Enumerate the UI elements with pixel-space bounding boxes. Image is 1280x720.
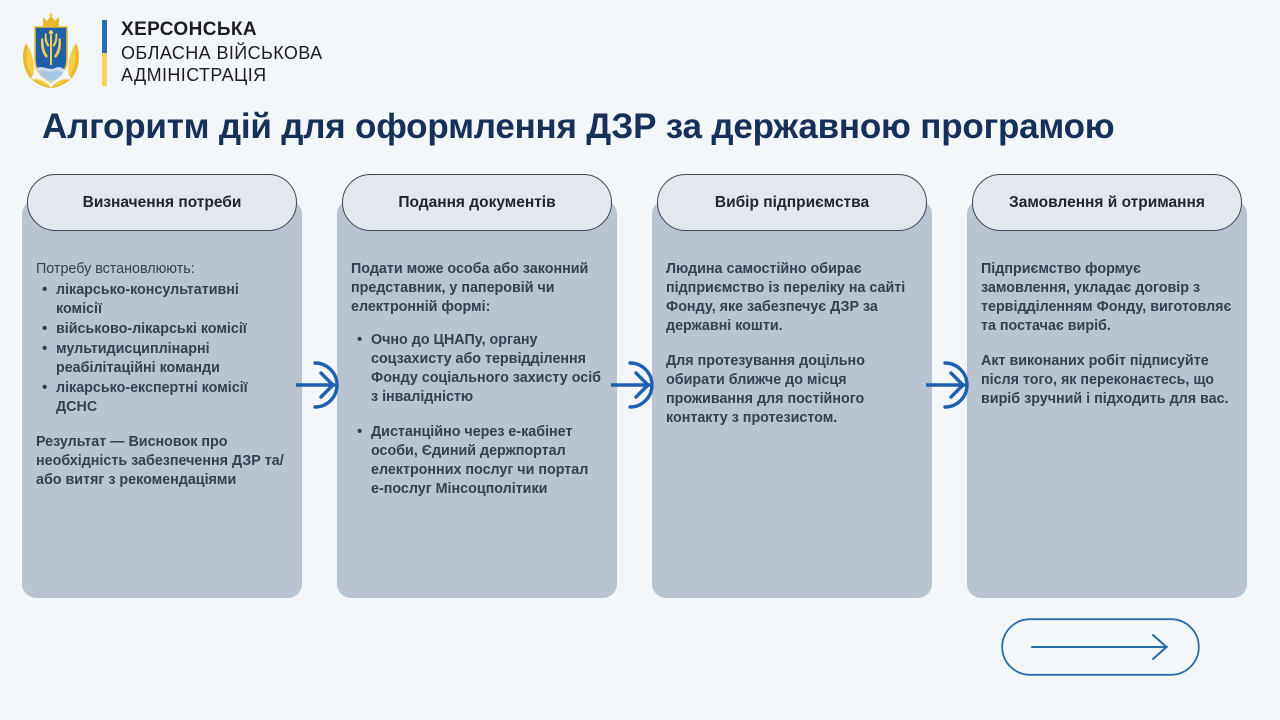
step-card-content-4: Підприємство формує замовлення, укладає … bbox=[967, 200, 1247, 598]
org-line-2: ОБЛАСНА ВІЙСЬКОВА bbox=[121, 42, 323, 63]
step-header-pill-2: Подання документів bbox=[342, 174, 612, 231]
step-card-content-1: Потребу встановлюють: лікарсько-консульт… bbox=[22, 200, 302, 598]
step-header-pill-3: Вибір підприємства bbox=[657, 174, 927, 231]
org-line-3: АДМІНІСТРАЦІЯ bbox=[121, 65, 267, 86]
step-paragraph: Підприємство формує замовлення, укладає … bbox=[981, 261, 1232, 334]
step-header-pill-4: Замовлення й отримання bbox=[972, 174, 1242, 231]
kherson-coat-of-arms-icon bbox=[18, 13, 84, 93]
pill-long-arrow-right-icon bbox=[1001, 618, 1200, 676]
list-item: лікарсько-експертні комісії ДСНС bbox=[36, 378, 288, 417]
list-item: Очно до ЦНАПу, органу соцзахисту або тер… bbox=[351, 330, 603, 407]
circle-arrow-right-icon bbox=[294, 358, 350, 412]
step-header-label-1: Визначення потреби bbox=[82, 193, 242, 211]
list-item: військово-лікарські комісії bbox=[36, 319, 288, 339]
step-header-label-4: Замовлення й отримання bbox=[1009, 193, 1205, 211]
circle-arrow-right-icon bbox=[609, 358, 665, 412]
step-paragraph: Результат — Висновок про необхідність за… bbox=[36, 434, 284, 488]
step-intro-2: Подати може особа або законний представн… bbox=[351, 261, 589, 315]
step-card-content-2: Подати може особа або законний представн… bbox=[337, 200, 617, 598]
step-intro-1: Потребу встановлюють: bbox=[36, 261, 195, 277]
step-card-2: Подати може особа або законний представн… bbox=[337, 174, 617, 598]
list-item: лікарсько-консультативні комісії bbox=[36, 280, 288, 319]
ukraine-flag-bar-icon bbox=[102, 20, 107, 86]
org-line-1: ХЕРСОНСЬКА bbox=[121, 19, 257, 41]
step-header-label-3: Вибір підприємства bbox=[714, 193, 870, 211]
list-item: Дистанційно через е-кабінет особи, Єдини… bbox=[351, 422, 603, 499]
step-card-body-4 bbox=[967, 200, 1247, 598]
list-item: мультидисциплінарні реабілітаційні коман… bbox=[36, 339, 288, 378]
step-card-body-3 bbox=[652, 200, 932, 598]
step-paragraph: Для протезування доцільно обирати ближче… bbox=[666, 353, 865, 426]
step-card-content-3: Людина самостійно обирає підприємство із… bbox=[652, 200, 932, 598]
steps-container: Потребу встановлюють: лікарсько-консульт… bbox=[22, 174, 1260, 598]
step-paragraph: Людина самостійно обирає підприємство із… bbox=[666, 261, 906, 334]
step-header-pill-1: Визначення потреби bbox=[27, 174, 297, 231]
brand-header: ХЕРСОНСЬКА ОБЛАСНА ВІЙСЬКОВА АДМІНІСТРАЦ… bbox=[18, 13, 323, 93]
page-title: Алгоритм дій для оформлення ДЗР за держа… bbox=[42, 107, 1115, 146]
step-bullets-1: лікарсько-консультативні комісії військо… bbox=[36, 280, 288, 417]
step-card-1: Потребу встановлюють: лікарсько-консульт… bbox=[22, 174, 302, 598]
step-header-label-2: Подання документів bbox=[398, 193, 556, 211]
circle-arrow-right-icon bbox=[924, 358, 980, 412]
organization-name: ХЕРСОНСЬКА ОБЛАСНА ВІЙСЬКОВА АДМІНІСТРАЦ… bbox=[121, 20, 323, 85]
step-card-4: Підприємство формує замовлення, укладає … bbox=[967, 174, 1247, 598]
step-bullets-2: Очно до ЦНАПу, органу соцзахисту або тер… bbox=[351, 330, 603, 499]
step-card-3: Людина самостійно обирає підприємство із… bbox=[652, 174, 932, 598]
step-paragraph: Акт виконаних робіт підписуйте після тог… bbox=[981, 353, 1229, 407]
